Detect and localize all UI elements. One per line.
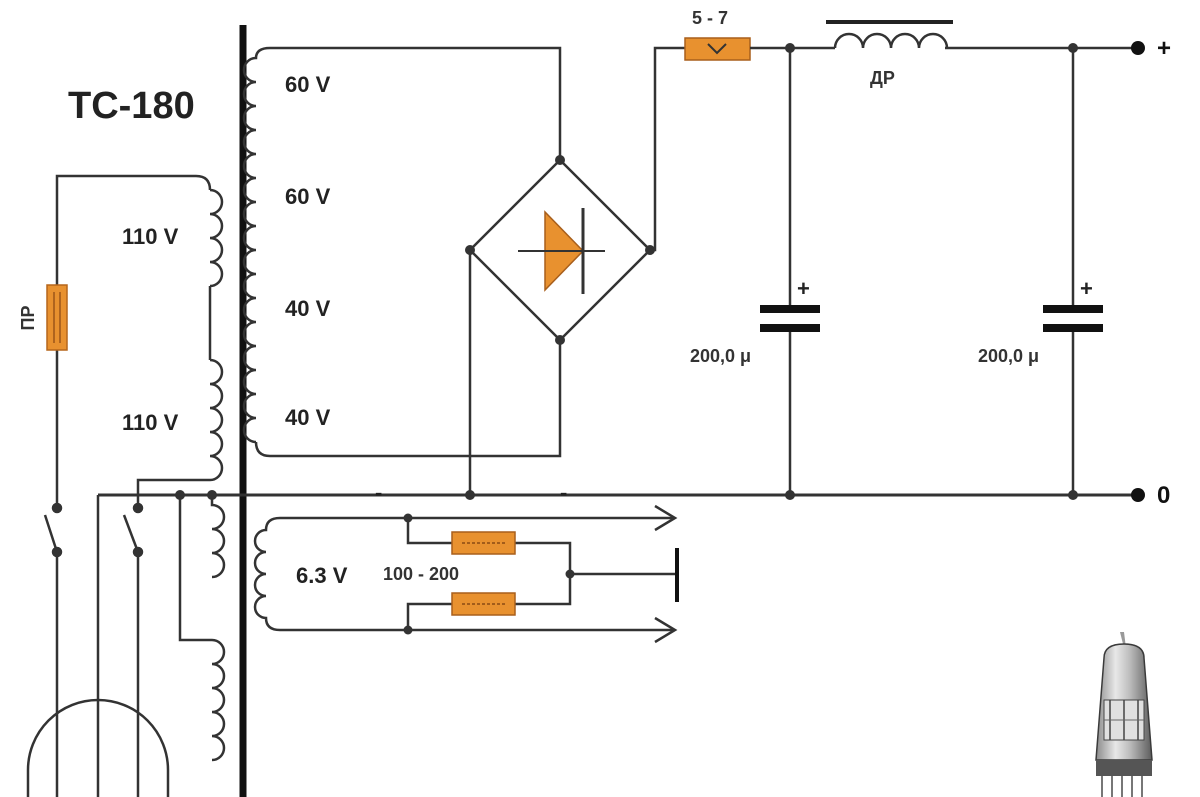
filament-label: 6.3 V (296, 563, 348, 588)
capacitor-2 (1043, 48, 1103, 495)
secondary-winding (242, 46, 562, 458)
bus-minus-left: - (375, 480, 382, 505)
primary-label-upper: 110 V (122, 224, 179, 249)
fuse (46, 284, 68, 351)
capacitor-1-plus: + (797, 276, 810, 301)
choke (826, 20, 953, 49)
secondary-label-2: 60 V (285, 184, 331, 209)
fuse-label: ПР (18, 306, 38, 331)
filament-winding (253, 504, 678, 644)
vacuum-tube-icon (1095, 632, 1153, 797)
terminal-zero (1131, 488, 1145, 502)
wire-bridge-plus (650, 46, 685, 252)
terminal-zero-label: 0 (1157, 482, 1170, 509)
wire-primary-bottom (136, 478, 210, 508)
capacitor-1 (760, 48, 820, 495)
filament-resistors-label: 100 - 200 (383, 564, 459, 584)
secondary-label-4: 40 V (285, 405, 331, 430)
transformer-title: TC-180 (68, 85, 195, 127)
secondary-label-3: 40 V (285, 296, 331, 321)
capacitor-1-label: 200,0 μ (690, 346, 751, 366)
capacitor-2-plus: + (1080, 276, 1093, 301)
plug-icon (26, 495, 170, 797)
choke-label: ДР (870, 68, 895, 88)
terminal-positive (1131, 41, 1145, 55)
resistor-top-label: 5 - 7 (692, 8, 728, 28)
terminal-positive-label: + (1157, 35, 1171, 62)
diode-bridge-icon (465, 155, 655, 345)
switch-icon (43, 502, 144, 745)
extra-winding (178, 495, 226, 762)
capacitor-2-label: 200,0 μ (978, 346, 1039, 366)
primary-winding-110v-upper (209, 188, 224, 288)
secondary-label-1: 60 V (285, 72, 331, 97)
bus-minus-right: - (560, 480, 567, 505)
primary-label-lower: 110 V (122, 410, 179, 435)
resistor-top (684, 37, 751, 61)
wire-primary-top (55, 174, 212, 285)
primary-winding-110v-lower (209, 358, 224, 482)
